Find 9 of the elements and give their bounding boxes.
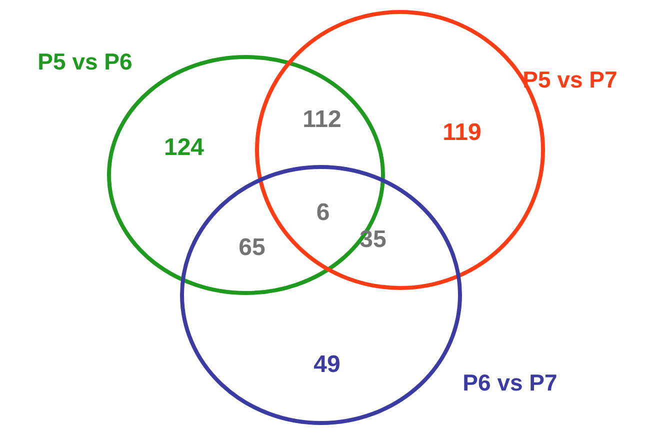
set-label: P6 vs P7 bbox=[462, 370, 558, 396]
region-count: 112 bbox=[302, 106, 342, 134]
set-label: P5 vs P6 bbox=[38, 48, 132, 76]
region-count: 119 bbox=[442, 119, 482, 147]
region-count: 65 bbox=[238, 234, 266, 262]
region-count: 35 bbox=[360, 226, 386, 254]
region-count: 124 bbox=[164, 134, 204, 162]
region-count: 6 bbox=[316, 199, 330, 227]
region-count: 49 bbox=[314, 351, 340, 379]
